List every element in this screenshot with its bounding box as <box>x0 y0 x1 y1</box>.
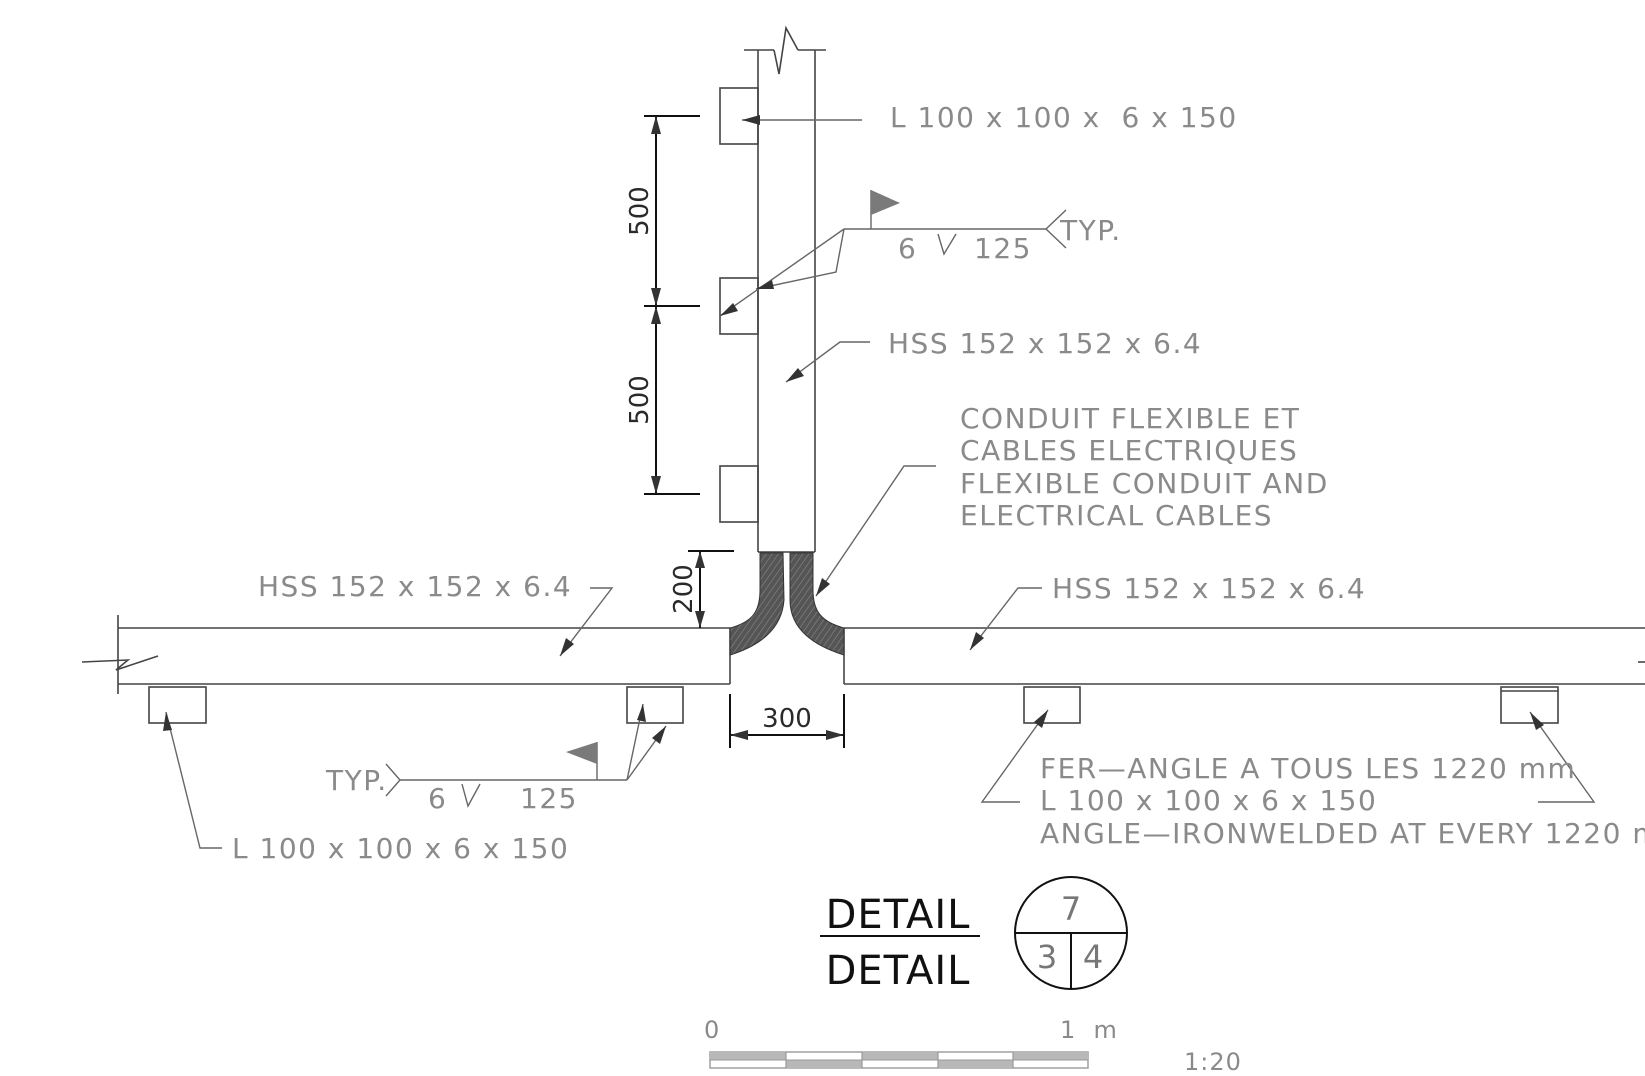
label-angle-top: L 100 x 100 x 6 x 150 <box>890 101 1238 134</box>
detail-sheet-left: 3 <box>1037 938 1057 976</box>
beam-right-hss <box>843 627 1645 685</box>
weld-symbol-top <box>719 190 1067 317</box>
beam-left-hss <box>117 615 731 694</box>
angle-clip-column-bottom <box>719 465 759 523</box>
dim-spacing-upper: 500 <box>625 186 655 236</box>
label-conduit-line2: CABLES ELECTRIQUES <box>960 434 1298 467</box>
dimension-conduit-height <box>688 550 734 628</box>
title-line2: DETAIL <box>826 948 971 994</box>
dim-conduit-height: 200 <box>669 564 699 614</box>
scale-ratio: 1:20 <box>1184 1048 1242 1076</box>
scale-start-label: 0 <box>704 1016 720 1044</box>
detail-sheet-right: 4 <box>1083 938 1103 976</box>
label-beam-left-hss: HSS 152 x 152 x 6.4 <box>258 570 572 603</box>
leader-angle-note <box>980 709 1596 803</box>
leader-angle-bottom <box>163 711 222 849</box>
weld-bottom-note: TYP. <box>325 764 388 797</box>
leader-angle-top <box>742 115 862 125</box>
detail-number: 7 <box>1061 890 1081 928</box>
weld-top-length: 125 <box>974 232 1032 265</box>
column-break-symbol <box>744 25 826 75</box>
label-angle-note-line1: FER—ANGLE A TOUS LES 1220 mm <box>1040 752 1576 785</box>
beam-left-break-symbol <box>81 655 159 671</box>
angle-clip-beam-2 <box>626 686 684 724</box>
leader-beam-left-hss <box>559 587 614 657</box>
weld-symbol-bottom <box>385 703 667 808</box>
scale-end-label: 1 m <box>1060 1016 1118 1044</box>
angle-clip-beam-1 <box>148 686 207 724</box>
label-angle-note-line3: ANGLE—IRONWELDED AT EVERY 1220 mm <box>1040 817 1645 850</box>
leader-beam-right-hss <box>969 587 1042 651</box>
weld-bottom-length: 125 <box>520 782 578 815</box>
weld-top-size: 6 <box>898 232 917 265</box>
angle-clip-beam-4 <box>1500 686 1559 724</box>
dim-gap-width: 300 <box>762 704 812 734</box>
label-conduit-line1: CONDUIT FLEXIBLE ET <box>960 402 1300 435</box>
leader-column-hss <box>785 341 870 383</box>
dimension-gap-width <box>729 694 845 748</box>
label-angle-bottom: L 100 x 100 x 6 x 150 <box>232 832 569 865</box>
label-angle-note-line2: L 100 x 100 x 6 x 150 <box>1040 784 1377 817</box>
leader-conduit <box>815 465 936 597</box>
title-line1: DETAIL <box>826 892 971 938</box>
column-hss <box>757 50 816 553</box>
dimension-column-spacing <box>644 115 700 495</box>
angle-clip-column-top <box>719 87 759 145</box>
label-column-hss: HSS 152 x 152 x 6.4 <box>888 327 1202 360</box>
label-conduit-line4: ELECTRICAL CABLES <box>960 499 1273 532</box>
angle-clip-column-middle <box>719 277 759 335</box>
weld-bottom-size: 6 <box>428 782 447 815</box>
label-conduit-line3: FLEXIBLE CONDUIT AND <box>960 467 1329 500</box>
label-beam-right-hss: HSS 152 x 152 x 6.4 <box>1052 572 1366 605</box>
detail-bubble <box>1014 876 1128 990</box>
weld-top-note: TYP. <box>1059 214 1122 247</box>
scale-bar <box>709 1051 1089 1069</box>
dim-spacing-lower: 500 <box>625 375 655 425</box>
angle-clip-beam-3 <box>1023 686 1081 724</box>
flexible-conduit <box>729 552 845 656</box>
